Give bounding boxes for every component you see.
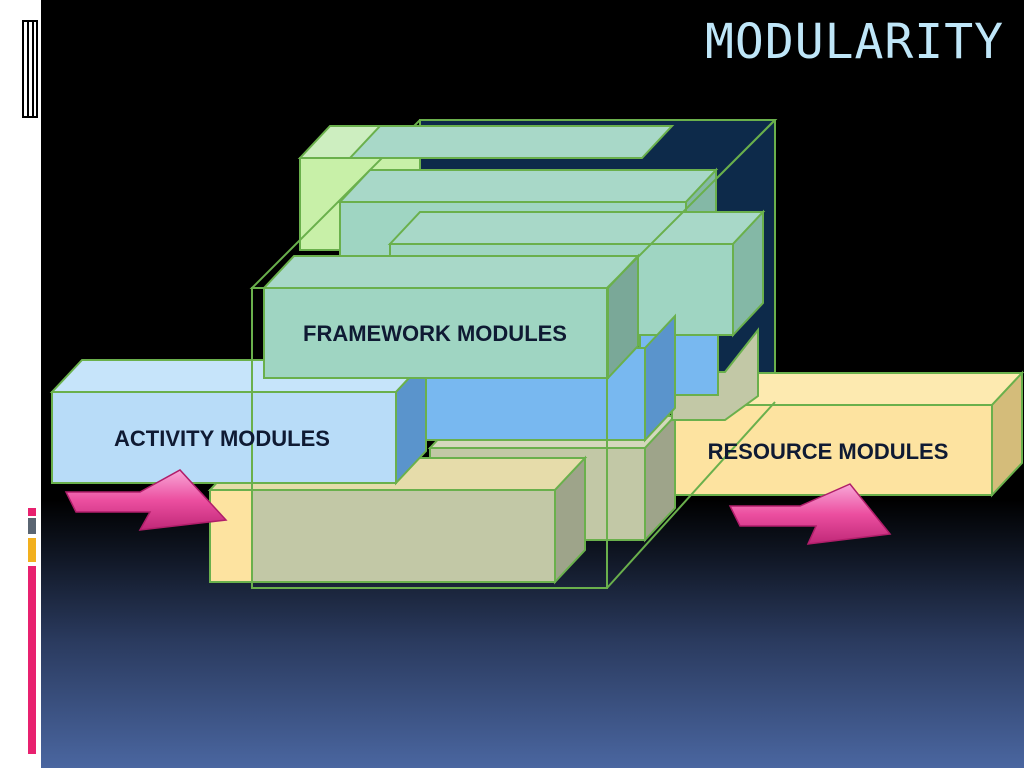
accent-bar-pink-small [28,508,36,516]
framework-module-block [261,253,641,381]
striped-icon [22,20,38,118]
side-accent-bars [28,508,36,754]
activity-modules-label: ACTIVITY MODULES [114,426,330,451]
framework-block-top [347,125,675,159]
resource-arrow-icon [728,483,892,545]
accent-bar-slate [28,518,36,534]
framework-modules-label: FRAMEWORK MODULES [303,321,567,346]
activity-module-block [49,357,429,486]
slide-title: MODULARITY [705,14,1004,70]
activity-arrow-icon [64,469,228,531]
accent-bar-pink-long [28,566,36,754]
resource-modules-label: RESOURCE MODULES [708,439,949,464]
container-cube-front [251,119,776,589]
accent-bar-gold [28,538,36,562]
